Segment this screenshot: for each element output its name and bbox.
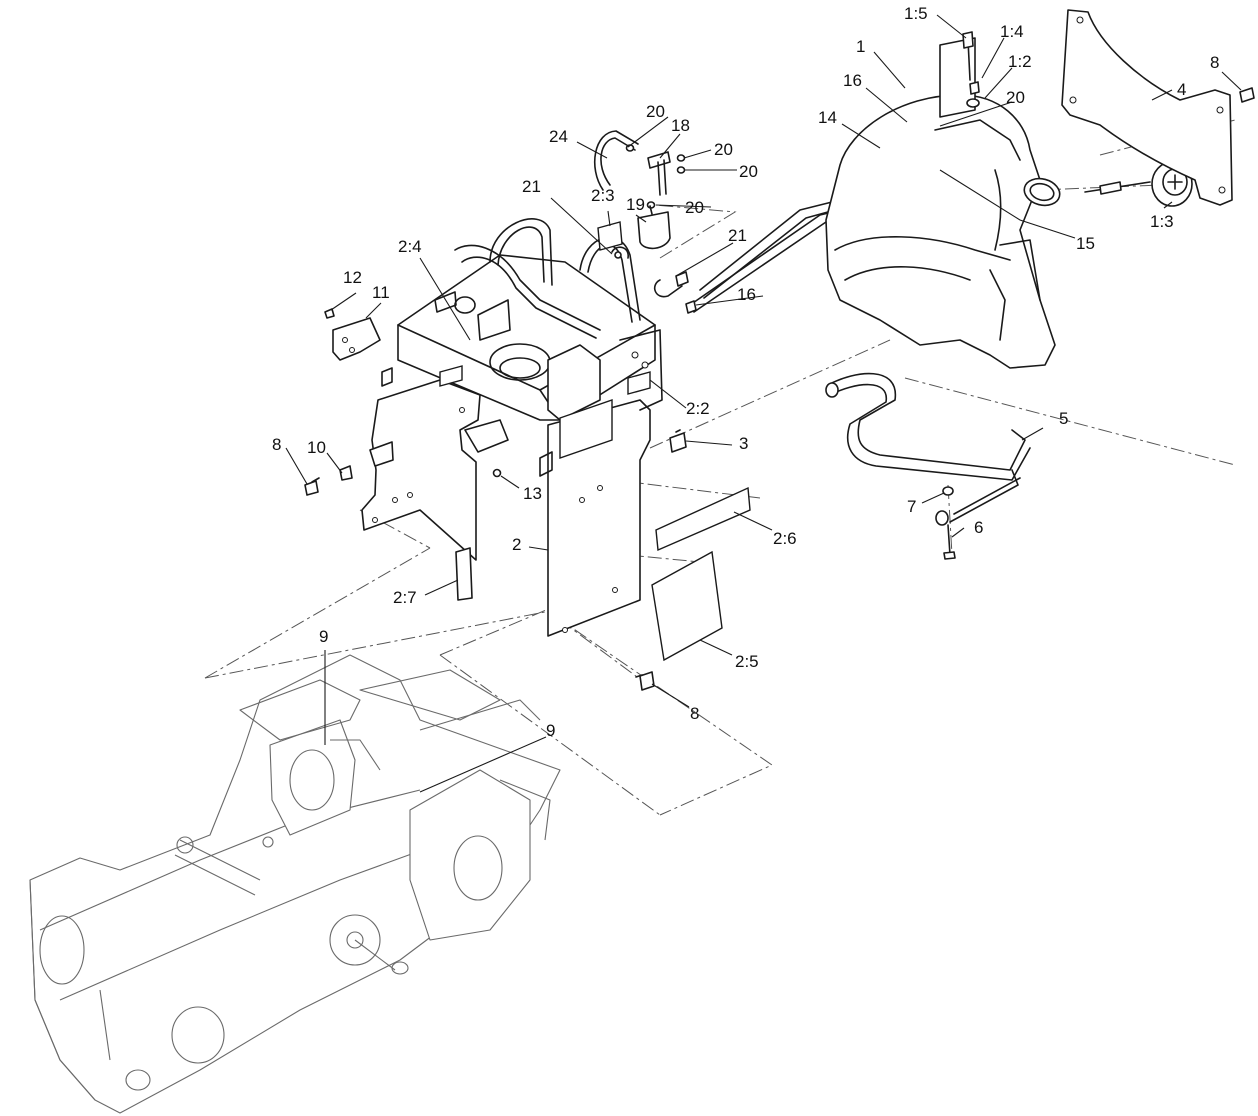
callout-5: 5 — [1059, 409, 1068, 428]
callout-8: 8 — [690, 704, 699, 723]
bracket-10 — [369, 441, 394, 467]
decal-2-5 — [651, 550, 723, 662]
callout-13: 13 — [523, 484, 542, 503]
callout-2-4: 2:4 — [398, 237, 422, 256]
callout-7: 7 — [907, 497, 916, 516]
callout-8: 8 — [272, 435, 281, 454]
callout-2-3: 2:3 — [591, 186, 615, 205]
callout-8: 8 — [1210, 53, 1219, 72]
callout-15: 15 — [1076, 234, 1095, 253]
leader-lines — [285, 14, 1242, 793]
callout-1-3: 1:3 — [1150, 212, 1174, 231]
callout-21: 21 — [728, 226, 747, 245]
callout-4: 4 — [1177, 80, 1186, 99]
callout-20: 20 — [1006, 88, 1025, 107]
decal-2-7 — [455, 547, 473, 601]
callout-21: 21 — [522, 177, 541, 196]
callout-2: 2 — [512, 535, 521, 554]
tube-5 — [825, 372, 1031, 560]
callout-18: 18 — [671, 116, 690, 135]
front-decals — [635, 486, 751, 691]
left-brackets — [304, 308, 502, 601]
callout-20: 20 — [646, 102, 665, 121]
callout-3: 3 — [739, 434, 748, 453]
callout-2-5: 2:5 — [735, 652, 759, 671]
callout-9: 9 — [319, 627, 328, 646]
callout-20: 20 — [714, 140, 733, 159]
callout-10: 10 — [307, 438, 326, 457]
callout-19: 19 — [626, 195, 645, 214]
callout-11: 11 — [372, 283, 390, 302]
callout-1-5: 1:5 — [904, 4, 928, 23]
callout-1-4: 1:4 — [1000, 22, 1024, 41]
fuel-tank — [825, 31, 1061, 369]
callout-2-7: 2:7 — [393, 588, 417, 607]
callout-1: 1 — [856, 37, 865, 56]
callout-2-2: 2:2 — [686, 399, 710, 418]
callout-20: 20 — [739, 162, 758, 181]
bracket-11 — [332, 317, 381, 361]
chassis-frame — [29, 654, 561, 1114]
callout-20: 20 — [685, 198, 704, 217]
callout-12: 12 — [343, 268, 362, 287]
callout-14: 14 — [818, 108, 837, 127]
fuel-filter-assembly — [593, 130, 686, 259]
tank-bracket-4 — [1061, 9, 1255, 206]
callout-9: 9 — [546, 721, 555, 740]
control-tower — [361, 218, 663, 637]
callout-16: 16 — [737, 285, 756, 304]
decal-2-2 — [559, 399, 613, 459]
clip-10 — [339, 465, 353, 481]
decal-2-6 — [655, 486, 751, 552]
switch-3 — [669, 429, 687, 453]
callout-2-6: 2:6 — [773, 529, 797, 548]
callout-labels: 1:5 1:4 1:2 1 16 20 14 4 8 20 18 24 20 2… — [272, 4, 1219, 740]
callout-24: 24 — [549, 127, 568, 146]
callout-1-2: 1:2 — [1008, 52, 1032, 71]
callout-16: 16 — [843, 71, 862, 90]
callout-6: 6 — [974, 518, 983, 537]
